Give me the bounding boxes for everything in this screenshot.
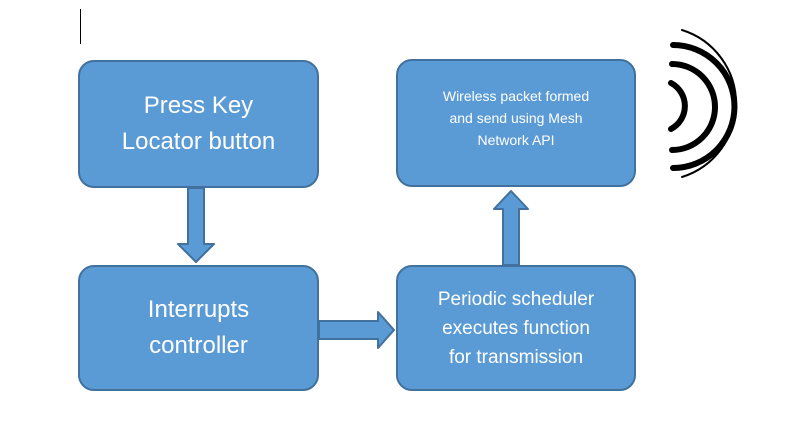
arrow-up	[493, 190, 529, 266]
signal-wave-3	[670, 42, 738, 171]
press-key-box: Press Key Locator button	[78, 60, 319, 188]
periodic-scheduler-box: Periodic scheduler executes function for…	[396, 265, 636, 391]
text-cursor	[80, 9, 81, 44]
signal-wave-2	[669, 61, 718, 153]
signal-wave-1	[668, 80, 688, 132]
signal-wave-4	[681, 29, 737, 178]
arrow-right	[318, 311, 395, 349]
arrow-down	[177, 187, 215, 263]
interrupts-controller-box: Interrupts controller	[78, 265, 319, 391]
wireless-packet-box: Wireless packet formed and send using Me…	[396, 59, 636, 187]
wireless-signal-icon	[668, 29, 738, 178]
